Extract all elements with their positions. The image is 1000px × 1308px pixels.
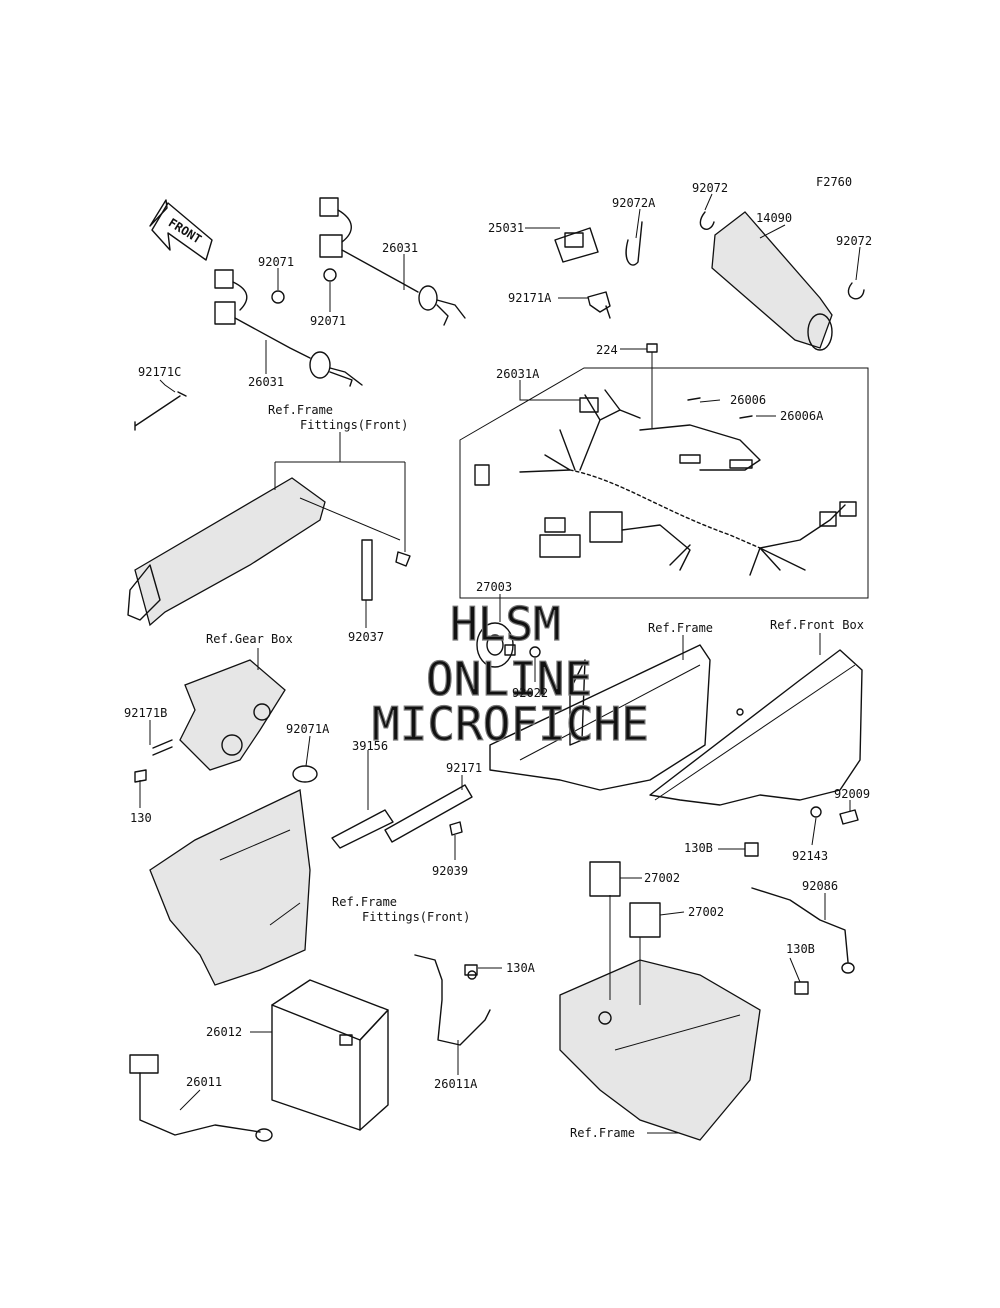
front-arrow-label: FRONT [166, 215, 204, 246]
label-92072A[interactable]: 92072A [612, 196, 656, 210]
label-92037[interactable]: 92037 [348, 630, 384, 644]
cable-92086 [751, 887, 855, 974]
leader-lines [139, 193, 861, 1134]
label-92171[interactable]: 92171 [446, 761, 482, 775]
frame-fittings-front-lower [149, 789, 311, 986]
label-130B-top[interactable]: 130B [684, 841, 713, 855]
band-92072-top [699, 211, 715, 230]
fuse-27002-b [629, 902, 661, 938]
label-92039[interactable]: 92039 [432, 864, 468, 878]
label-224[interactable]: 224 [596, 343, 618, 357]
relay-25031 [554, 227, 599, 263]
front-arrow-icon: FRONT [149, 199, 213, 261]
label-92071A[interactable]: 92071A [286, 722, 330, 736]
label-ref-frame-fittings-2a[interactable]: Ref.Frame [332, 895, 397, 909]
watermark: HLSM ONLINE MICROFICHE [371, 596, 649, 751]
label-92072-top[interactable]: 92072 [692, 181, 728, 195]
label-26006A[interactable]: 26006A [780, 409, 824, 423]
washer-92143 [810, 806, 822, 818]
bolt-130B-top [744, 842, 759, 857]
label-92171C[interactable]: 92171C [138, 365, 181, 379]
label-ref-gear-box[interactable]: Ref.Gear Box [206, 632, 293, 646]
label-92086[interactable]: 92086 [802, 879, 838, 893]
label-26011A[interactable]: 26011A [434, 1077, 478, 1091]
label-ref-frame-fittings-1a[interactable]: Ref.Frame [268, 403, 333, 417]
label-ref-front-box[interactable]: Ref.Front Box [770, 618, 864, 632]
label-92171B[interactable]: 92171B [124, 706, 167, 720]
label-ref-frame-fittings-2b[interactable]: Fittings(Front) [362, 910, 470, 924]
harness-26031-top [319, 197, 466, 326]
clamp-92171C [134, 391, 187, 431]
label-26011[interactable]: 26011 [186, 1075, 222, 1089]
clamp-92171B [152, 739, 173, 756]
watermark-line2: ONLINE [426, 652, 592, 706]
clip-fitting [395, 551, 411, 567]
watermark-line3: MICROFICHE [372, 697, 649, 751]
label-26031A[interactable]: 26031A [496, 367, 540, 381]
label-ref-frame-2[interactable]: Ref.Frame [570, 1126, 635, 1140]
horn-27003 [476, 622, 516, 668]
frame-lower [559, 959, 761, 1141]
pad-39156 [331, 809, 394, 849]
label-130[interactable]: 130 [130, 811, 152, 825]
clip-92039 [449, 821, 463, 836]
label-130B-bottom[interactable]: 130B [786, 942, 815, 956]
grommet-92071-b [323, 268, 337, 282]
part-labels: 92072 92072A 14090 92072 25031 92171A 26… [124, 181, 872, 1140]
label-26006[interactable]: 26006 [730, 393, 766, 407]
strap-92037 [361, 539, 373, 601]
washer-92022 [529, 646, 541, 658]
label-ref-frame-fittings-1b[interactable]: Fittings(Front) [300, 418, 408, 432]
front-box [649, 649, 863, 806]
label-27002-a[interactable]: 27002 [644, 871, 680, 885]
bracket-92171 [384, 784, 473, 843]
label-27002-b[interactable]: 27002 [688, 905, 724, 919]
gear-box [179, 659, 286, 771]
bolt-130 [134, 769, 147, 783]
label-26031-top[interactable]: 26031 [382, 241, 418, 255]
label-92071-a[interactable]: 92071 [258, 255, 294, 269]
bolt-224 [646, 343, 658, 428]
cable-26011 [129, 1054, 273, 1142]
main-harness-26031A [459, 367, 869, 599]
harness-26031-left [214, 269, 363, 387]
grommet-92071-a [271, 290, 285, 304]
cover-14090 [711, 211, 833, 351]
band-92072-right [847, 282, 865, 300]
label-92071-b[interactable]: 92071 [310, 314, 346, 328]
bolt-92009 [839, 809, 859, 825]
label-92009[interactable]: 92009 [834, 787, 870, 801]
clip-92171A [587, 291, 611, 319]
watermark-line1: HLSM [450, 597, 561, 651]
grommet-92071A [292, 765, 318, 783]
label-92143[interactable]: 92143 [792, 849, 828, 863]
label-130A[interactable]: 130A [506, 961, 536, 975]
label-39156[interactable]: 39156 [352, 739, 388, 753]
band-92072A [625, 221, 643, 266]
label-ref-frame-1[interactable]: Ref.Frame [648, 621, 713, 635]
label-92022[interactable]: 92022 [512, 686, 548, 700]
label-26012[interactable]: 26012 [206, 1025, 242, 1039]
frame-fittings-front-top [127, 477, 401, 627]
label-26031-left[interactable]: 26031 [248, 375, 284, 389]
bolt-130B-bottom [794, 981, 809, 995]
frame-middle [489, 644, 711, 791]
label-25031[interactable]: 25031 [488, 221, 524, 235]
label-27003[interactable]: 27003 [476, 580, 512, 594]
label-92072-right[interactable]: 92072 [836, 234, 872, 248]
label-92171A[interactable]: 92171A [508, 291, 552, 305]
fuse-27002-a [589, 861, 621, 897]
label-14090[interactable]: 14090 [756, 211, 792, 225]
battery-26012 [271, 979, 389, 1131]
bolt-130A [464, 964, 478, 976]
figure-code: F2760 [816, 175, 852, 189]
